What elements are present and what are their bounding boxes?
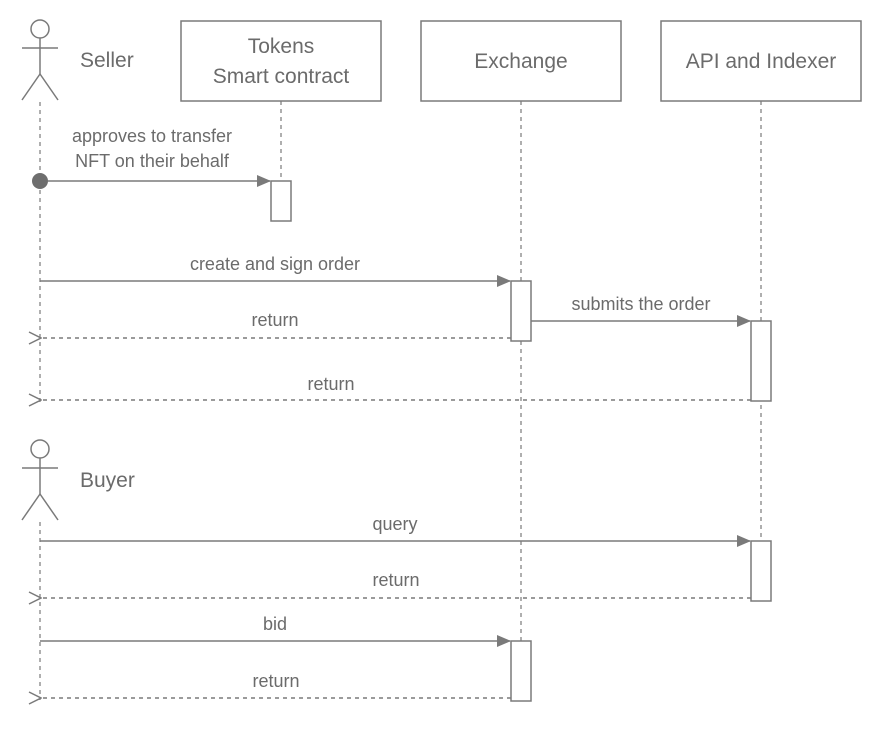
exchange-participant: Exchange	[420, 20, 622, 102]
return-exchange-buyer-label: return	[252, 671, 299, 691]
api-participant: API and Indexer	[660, 20, 862, 102]
api-activation-bar-1	[750, 320, 772, 402]
tokens-participant-line2: Smart contract	[213, 65, 350, 88]
bid-label: bid	[263, 614, 287, 634]
return-api-buyer-label: return	[372, 570, 419, 590]
buyer-label: Buyer	[80, 469, 135, 492]
approve-label-line1: approves to transfer	[72, 126, 232, 146]
approve-start-dot	[32, 173, 48, 189]
exchange-activation-bar-2	[510, 640, 532, 702]
exchange-activation-bar-1	[510, 280, 532, 342]
query-label: query	[372, 514, 417, 534]
tokens-participant-line1: Tokens	[248, 35, 315, 58]
return-exchange-seller-label: return	[251, 310, 298, 330]
seller-label: Seller	[80, 49, 134, 72]
approve-label-line2: NFT on their behalf	[75, 151, 230, 171]
buyer-actor-icon	[21, 439, 59, 521]
api-participant-label: API and Indexer	[686, 50, 837, 73]
tokens-participant: Tokens Smart contract	[180, 20, 382, 102]
exchange-participant-label: Exchange	[474, 50, 567, 73]
api-activation-bar-2	[750, 540, 772, 602]
seller-actor-icon	[21, 19, 59, 101]
tokens-activation-bar	[270, 180, 292, 222]
submit-order-label: submits the order	[571, 294, 710, 314]
return-api-seller-label: return	[307, 374, 354, 394]
create-order-label: create and sign order	[190, 254, 360, 274]
